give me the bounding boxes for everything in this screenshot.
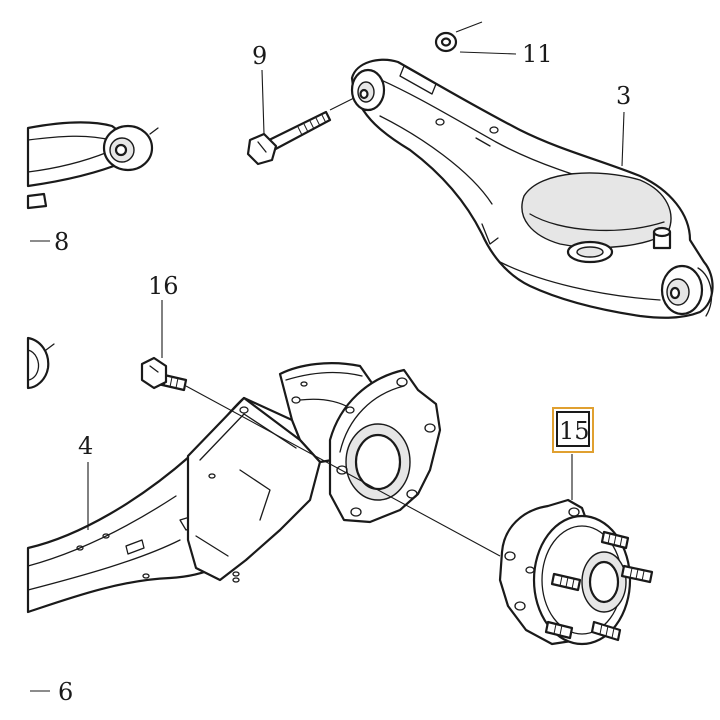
- highlight-box: [552, 407, 594, 453]
- part-6-fragment[interactable]: [26, 336, 55, 390]
- part-9-bolt[interactable]: [246, 110, 332, 166]
- assembly-axis-16: [185, 385, 501, 557]
- part-3-lower-control-arm[interactable]: [350, 58, 714, 319]
- part-16-bolt[interactable]: [140, 356, 188, 392]
- callout-labels: 3 4 6 8 9 11 16 15: [54, 40, 631, 706]
- callout-15-highlighted[interactable]: 15: [552, 407, 594, 453]
- callout-11[interactable]: 11: [522, 40, 553, 68]
- part-15-wheel-hub[interactable]: [498, 498, 654, 646]
- callout-3[interactable]: 3: [616, 82, 631, 110]
- leader-11: [459, 51, 517, 55]
- leader-9: [261, 69, 265, 135]
- callout-16[interactable]: 16: [148, 272, 179, 300]
- callout-9[interactable]: 9: [252, 42, 267, 70]
- assembly-axis-9: [329, 97, 355, 111]
- part-4-trailing-arm[interactable]: [26, 362, 442, 614]
- callout-4[interactable]: 4: [78, 432, 93, 460]
- part-8-upper-link[interactable]: [26, 121, 159, 210]
- wheel-studs: [544, 530, 654, 642]
- callout-15-frame: [556, 411, 590, 447]
- callout-8[interactable]: 8: [54, 228, 69, 256]
- callout-6[interactable]: 6: [58, 678, 73, 706]
- leader-11-pin: [455, 21, 483, 33]
- part-11-washer[interactable]: [434, 31, 458, 53]
- leader-lines: [30, 21, 625, 692]
- callout-15[interactable]: 15: [559, 417, 590, 445]
- leader-3: [621, 111, 625, 167]
